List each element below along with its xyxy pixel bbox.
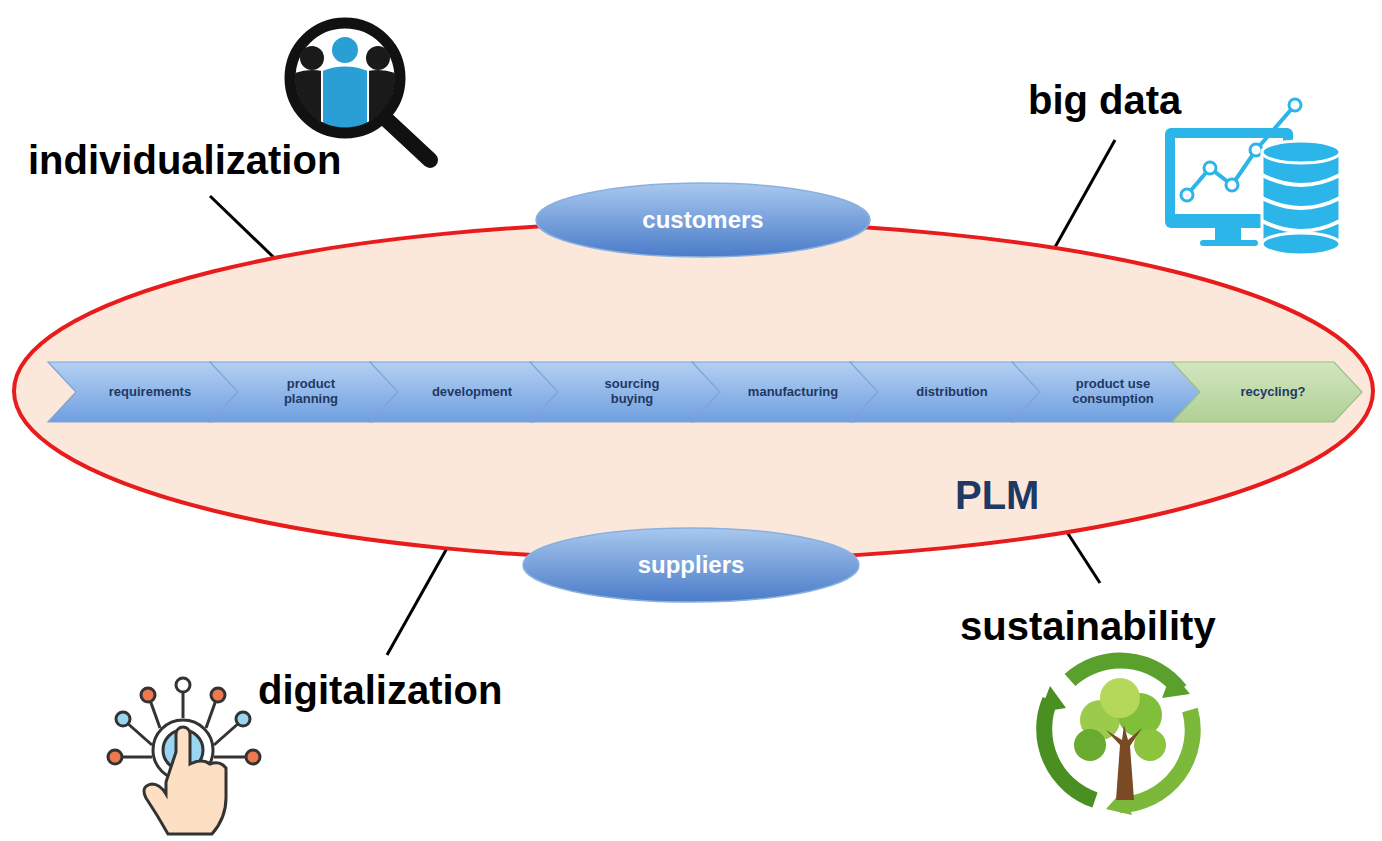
node-label: suppliers	[638, 551, 745, 579]
step-label: distribution	[916, 385, 988, 400]
trend-label: big data	[1028, 80, 1181, 120]
party-oval: suppliers	[522, 527, 860, 603]
step-label: product use consumption	[1063, 377, 1163, 407]
process-chevron: recycling?	[1172, 362, 1362, 422]
step-label: development	[432, 385, 512, 400]
process-chevron: manufacturing	[692, 362, 882, 422]
process-chevron: product planning	[210, 362, 400, 422]
process-chevron: product use consumption	[1012, 362, 1202, 422]
big-data-icon	[1165, 99, 1340, 255]
trend-label: individualization	[28, 140, 341, 180]
step-label: product planning	[274, 377, 349, 407]
process-chevron: development	[370, 362, 562, 422]
process-chevron: requirements	[48, 362, 240, 422]
step-label: manufacturing	[748, 385, 838, 400]
process-chevron: sourcing buying	[530, 362, 722, 422]
leader-arrows	[210, 140, 1115, 655]
step-label: recycling?	[1240, 385, 1305, 400]
step-label: requirements	[109, 385, 191, 400]
plm-ellipse: PLMcustomersrequirementsproduct planning…	[12, 220, 1375, 562]
node-label: customers	[642, 206, 763, 234]
sustainability-icon	[1040, 661, 1193, 815]
trend-label: sustainability	[960, 606, 1216, 646]
step-label: sourcing buying	[595, 377, 670, 407]
digital-touch-icon	[108, 678, 260, 834]
process-chevron: distribution	[850, 362, 1042, 422]
party-oval: customers	[535, 182, 871, 258]
node-label: PLM	[955, 473, 1039, 518]
trend-label: digitalization	[258, 670, 502, 710]
